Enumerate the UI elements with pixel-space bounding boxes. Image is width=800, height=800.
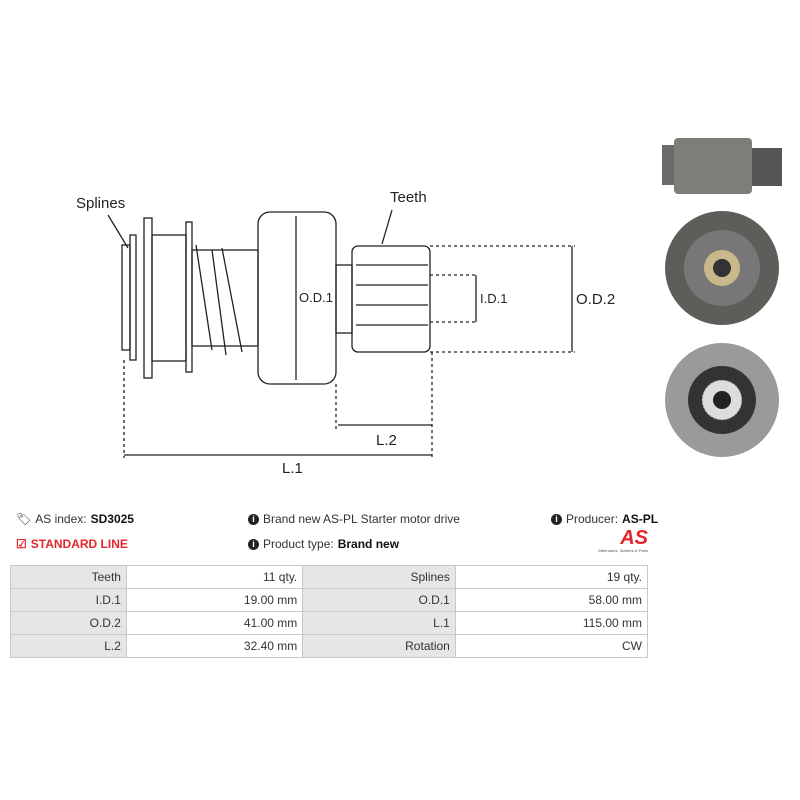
spec-name: Splines bbox=[302, 565, 456, 589]
spec-name: O.D.2 bbox=[10, 611, 127, 635]
technical-drawing bbox=[107, 209, 575, 458]
spec-value: 19.00 mm bbox=[125, 588, 304, 612]
checkbox-icon: ☑ bbox=[16, 537, 27, 551]
spec-name: O.D.1 bbox=[302, 588, 456, 612]
logo-mark: AS bbox=[620, 527, 648, 549]
spec-name: Rotation bbox=[302, 634, 456, 658]
od1-label: O.D.1 bbox=[299, 290, 333, 305]
description: i Brand new AS-PL Starter motor drive bbox=[248, 512, 460, 526]
spline-end bbox=[121, 244, 131, 351]
as-pl-logo: AS Alternators, Starters & Parts bbox=[584, 528, 648, 553]
product-type: i Product type: Brand new bbox=[248, 537, 399, 551]
l1-label: L.1 bbox=[282, 460, 303, 477]
producer: i Producer: AS-PL bbox=[551, 512, 658, 526]
teeth-leader bbox=[381, 209, 393, 245]
product-photos bbox=[662, 138, 782, 457]
info-icon: i bbox=[248, 513, 259, 525]
product-type-value: Brand new bbox=[337, 537, 400, 551]
logo-tagline: Alternators, Starters & Parts bbox=[598, 548, 648, 553]
producer-value: AS-PL bbox=[622, 512, 659, 526]
id1-label: I.D.1 bbox=[480, 291, 508, 306]
standard-line: ☑ STANDARD LINE bbox=[16, 537, 128, 551]
spec-name: I.D.1 bbox=[10, 588, 127, 612]
spec-value: 19 qty. bbox=[454, 565, 649, 589]
as-index: 🏷 AS index: SD3025 bbox=[16, 512, 134, 526]
tags-icon: 🏷 bbox=[16, 512, 32, 526]
spec-name: L.2 bbox=[10, 634, 127, 658]
description-text: Brand new AS-PL Starter motor drive bbox=[263, 512, 460, 526]
spec-value: 11 qty. bbox=[125, 565, 304, 589]
splines-label: Splines bbox=[76, 195, 126, 212]
as-index-label: AS index: bbox=[35, 512, 87, 526]
spec-value: 32.40 mm bbox=[125, 634, 304, 658]
spec-value: CW bbox=[454, 634, 649, 658]
as-index-value: SD3025 bbox=[90, 512, 134, 526]
spec-value: 115.00 mm bbox=[454, 611, 649, 635]
teeth-label: Teeth bbox=[390, 189, 427, 206]
flange bbox=[143, 217, 153, 379]
product-type-label: Product type: bbox=[263, 537, 334, 551]
l2-label: L.2 bbox=[376, 432, 397, 449]
info-icon: i bbox=[248, 538, 259, 550]
spec-value: 41.00 mm bbox=[125, 611, 304, 635]
od2-label: O.D.2 bbox=[576, 291, 616, 308]
standard-line-label: STANDARD LINE bbox=[30, 537, 128, 551]
splines-leader bbox=[107, 214, 129, 249]
info-icon: i bbox=[551, 513, 562, 525]
spec-name: Teeth bbox=[10, 565, 127, 589]
spec-name: L.1 bbox=[302, 611, 456, 635]
pinion bbox=[351, 245, 431, 353]
producer-label: Producer: bbox=[566, 512, 619, 526]
spec-value: 58.00 mm bbox=[454, 588, 649, 612]
